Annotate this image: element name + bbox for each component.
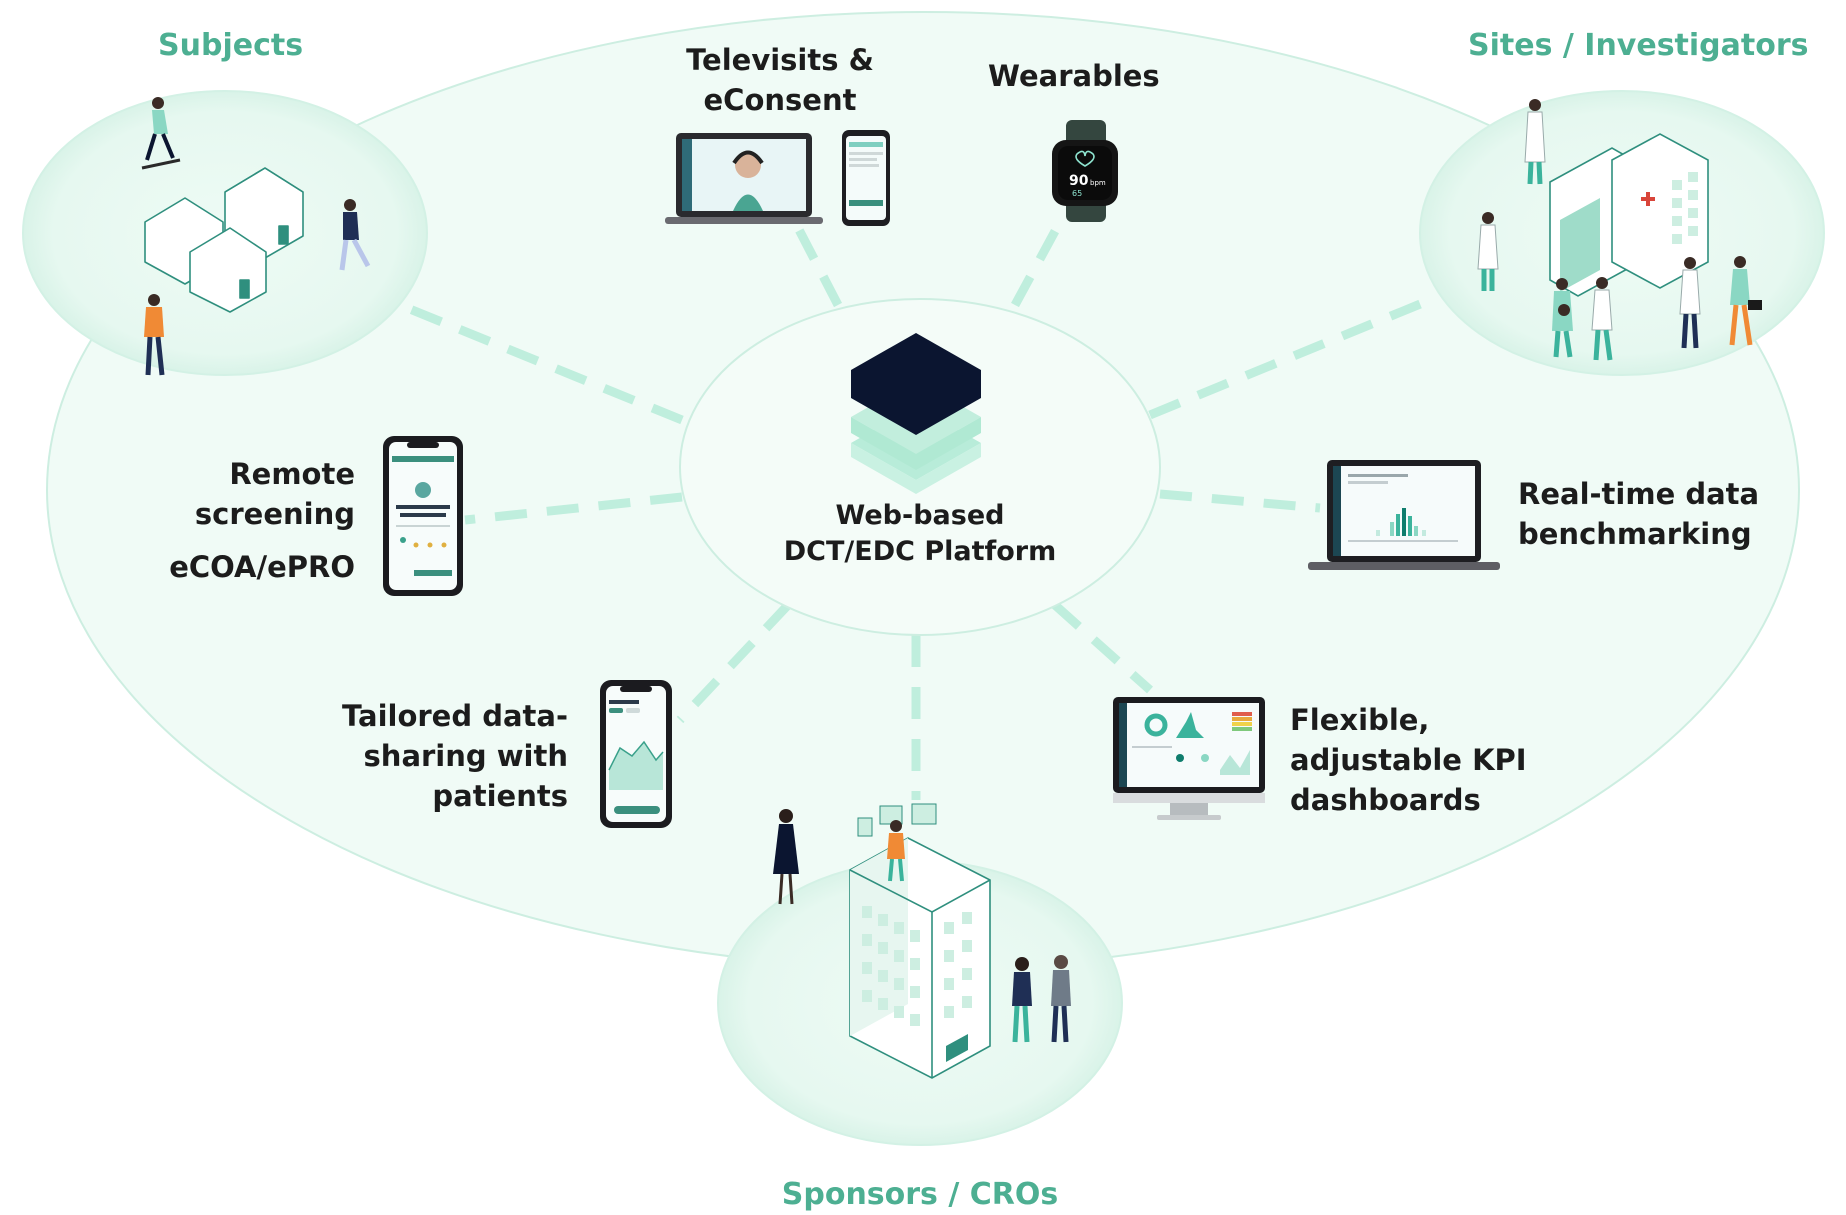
feature-remote-line2: screening (100, 494, 355, 534)
platform-label-line2: DCT/EDC Platform (720, 534, 1120, 570)
sharing-phone-icon (600, 680, 672, 828)
feature-realtime-line1: Real-time data (1518, 474, 1759, 514)
group-label-subjects: Subjects (158, 26, 303, 66)
feature-tailored-line3: patients (300, 776, 568, 816)
feature-remote-line1: Remote (100, 454, 355, 494)
phone-icon (842, 130, 890, 226)
feature-remote-screening: Remote screening eCOA/ePRO (100, 454, 355, 587)
feature-tailored-line1: Tailored data- (300, 696, 568, 736)
feature-tailored-line2: sharing with (300, 736, 568, 776)
feature-kpi-line1: Flexible, (1290, 700, 1527, 740)
feature-tailored-sharing: Tailored data- sharing with patients (300, 696, 568, 816)
feature-televisits: Televisits & eConsent (630, 40, 930, 120)
watch-bpm-value: 90 (1069, 173, 1089, 189)
platform-label: Web-based DCT/EDC Platform (720, 498, 1120, 570)
group-label-sites: Sites / Investigators (1468, 26, 1809, 66)
group-label-sponsors: Sponsors / CROs (720, 1175, 1120, 1215)
feature-televisits-line2: eConsent (630, 80, 930, 120)
feature-wearables: Wearables (988, 56, 1160, 96)
platform-label-line1: Web-based (720, 498, 1120, 534)
feature-remote-line3: eCOA/ePRO (100, 547, 355, 587)
feature-realtime-line2: benchmarking (1518, 514, 1759, 554)
questionnaire-phone-icon (383, 436, 463, 596)
feature-televisits-line1: Televisits & (630, 40, 930, 80)
feature-kpi-line2: adjustable KPI (1290, 740, 1527, 780)
feature-kpi-line3: dashboards (1290, 780, 1527, 820)
feature-wearables-line1: Wearables (988, 56, 1160, 96)
laptop-icon (665, 133, 823, 224)
watch-sub-value: 65 (1072, 189, 1082, 198)
feature-realtime-benchmarking: Real-time data benchmarking (1518, 474, 1759, 554)
person-icon (1558, 304, 1570, 316)
dashboard-monitor-icon (1113, 697, 1265, 820)
feature-kpi-dashboards: Flexible, adjustable KPI dashboards (1290, 700, 1527, 820)
watch-bpm-unit: bpm (1090, 179, 1106, 187)
analytics-laptop-icon (1308, 460, 1500, 570)
